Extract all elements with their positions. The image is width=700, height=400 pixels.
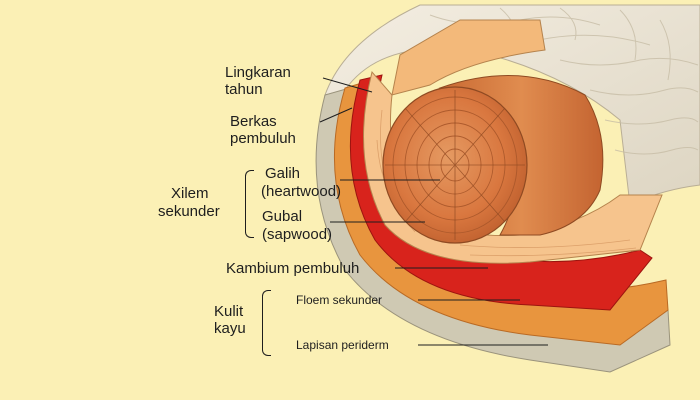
label-growth-rings-line2: tahun bbox=[225, 81, 263, 98]
leader-vessel-bundle bbox=[319, 107, 353, 123]
label-sapwood-line2: (sapwood) bbox=[262, 226, 333, 243]
sapwood-top-face bbox=[391, 19, 546, 96]
label-bark-line1: Kulit bbox=[214, 303, 244, 320]
secondary-xylem-bracket bbox=[245, 170, 254, 238]
leader-lines bbox=[319, 77, 548, 346]
label-vascular-cambium: Kambium pembuluh bbox=[226, 260, 360, 277]
label-heartwood-line1: Galih bbox=[265, 165, 301, 182]
label-sapwood-line1: Gubal bbox=[262, 208, 303, 225]
label-secondary-xylem-line2: sekunder bbox=[158, 203, 220, 220]
label-bark-line2: kayu bbox=[214, 320, 246, 337]
label-growth-rings-line1: Lingkaran bbox=[225, 64, 291, 81]
label-heartwood-line2: (heartwood) bbox=[261, 183, 342, 200]
label-periderm-layer: Lapisan periderm bbox=[296, 338, 389, 352]
label-vessel-bundle-line2: pembuluh bbox=[230, 130, 296, 147]
wood-ray-lines bbox=[385, 90, 525, 240]
label-vessel-bundle-line1: Berkas bbox=[230, 113, 277, 130]
leader-growth-rings bbox=[322, 77, 373, 93]
label-secondary-phloem: Floem sekunder bbox=[296, 293, 383, 307]
bark-bracket bbox=[262, 290, 271, 356]
label-secondary-xylem-line1: Xilem bbox=[171, 185, 209, 202]
